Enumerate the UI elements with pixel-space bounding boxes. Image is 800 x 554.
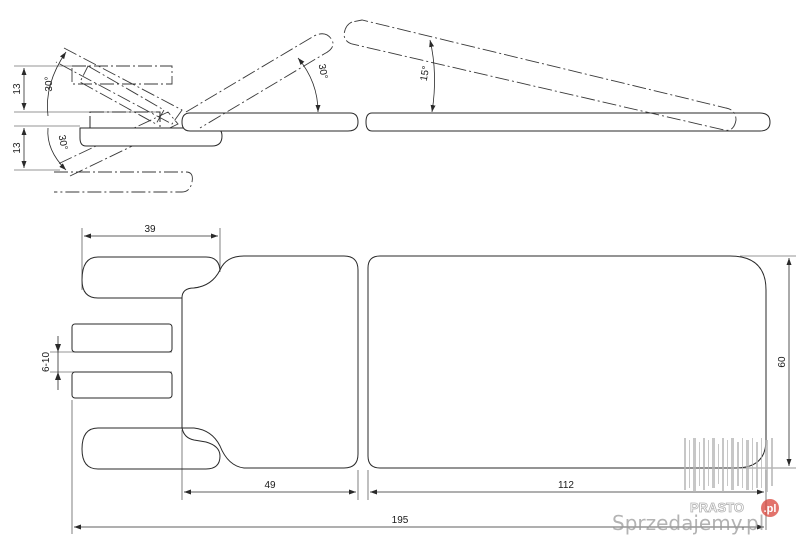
angle-leg-label: 15° (419, 65, 432, 82)
back-section-raised-ghost (185, 33, 334, 129)
watermark: PRASTO .pl Sprzedajemy.pl (612, 438, 779, 535)
head-arm-up-ghost (55, 47, 183, 125)
top-view: 39 6-10 49 112 195 60 (41, 224, 796, 534)
head-arm-down-ghost (57, 111, 179, 177)
watermark-logo: PRASTO (690, 500, 744, 515)
watermark-site-text: Sprzedajemy.pl (612, 511, 764, 535)
angle-arc-head-down (47, 127, 67, 171)
dim-total-length-label: 195 (392, 515, 409, 526)
dim-armrest-width-label: 39 (144, 224, 156, 235)
leg-section (365, 112, 771, 132)
watermark-pl-text: .pl (764, 503, 777, 515)
arm-bar-lower (71, 371, 173, 399)
dim-head-section-label: 49 (264, 480, 276, 491)
head-section (181, 255, 359, 469)
armrest-lower (81, 427, 221, 470)
height-bottom-label: 13 (12, 142, 23, 154)
dim-main-section-label: 112 (558, 480, 574, 491)
height-top-label: 13 (12, 83, 23, 95)
leg-section-raised-ghost (343, 19, 737, 131)
arm-bar-upper (71, 323, 173, 353)
back-section (181, 112, 359, 132)
head-block-up-ghost (79, 65, 165, 125)
dim-width-label: 60 (777, 356, 788, 368)
dim-gap-label: 6-10 (41, 352, 52, 372)
watermark-pl-badge (761, 499, 779, 517)
angle-head-down-label: 30° (56, 134, 69, 151)
angle-arc-leg (429, 39, 436, 113)
angle-head-up-label: 30° (44, 76, 55, 91)
angle-arc-back (297, 57, 321, 113)
main-section (367, 255, 767, 469)
barcode-graphic (684, 438, 773, 492)
side-view: 30° 30° 30° 15° 13 13 (12, 19, 771, 193)
angle-back-label: 30° (316, 63, 329, 80)
head-rest-down-ghost (54, 171, 193, 193)
head-rest-up-ghost (71, 65, 173, 85)
angle-arc-head-up (47, 51, 67, 117)
